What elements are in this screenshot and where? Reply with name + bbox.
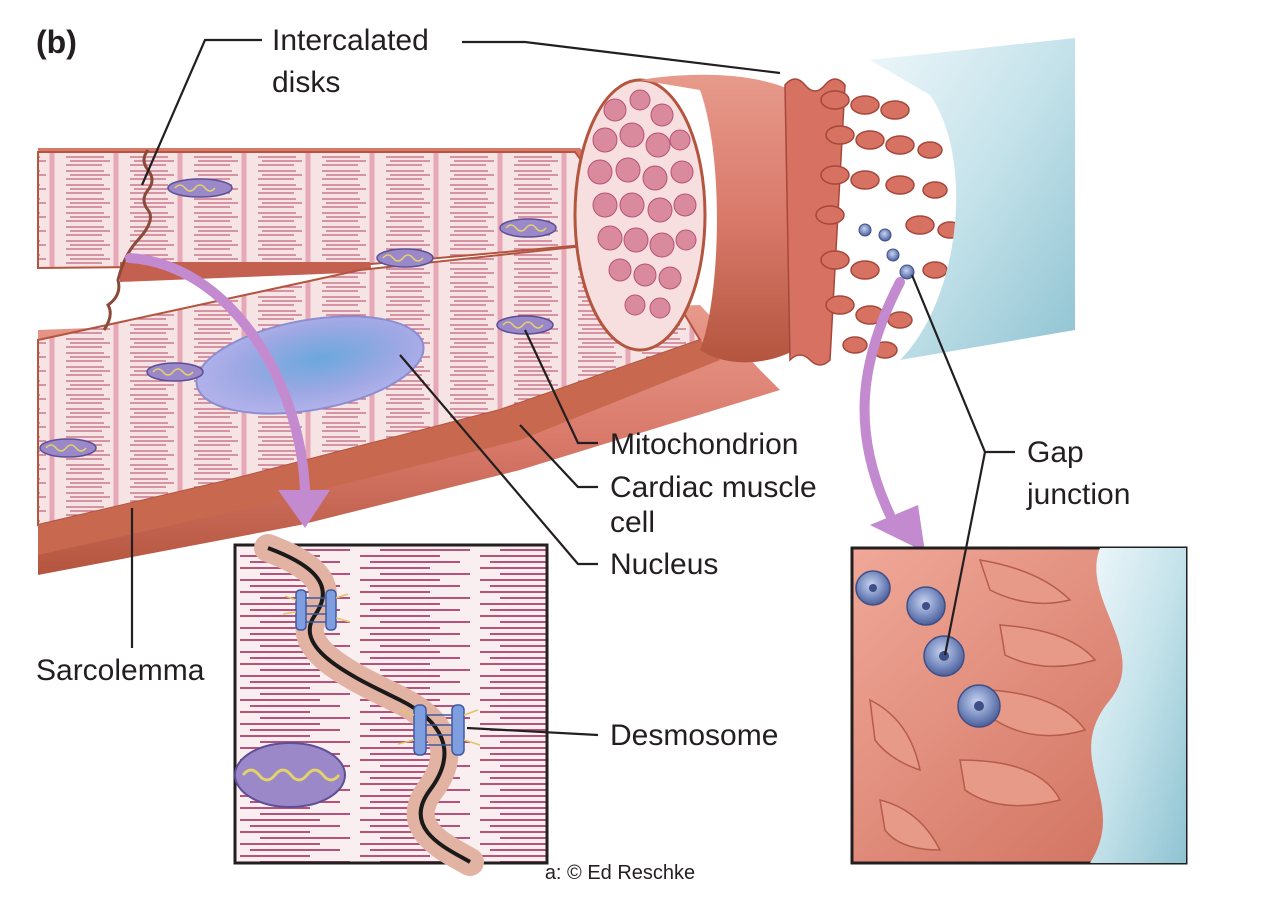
desmosome-plaques	[295, 589, 465, 756]
left-callout-arrowhead	[278, 490, 330, 528]
myofibril-bundles	[587, 89, 697, 319]
panel-letter: (b)	[36, 24, 77, 60]
leader-lines	[130, 38, 1015, 737]
fiber-wall	[640, 74, 810, 363]
label-sarcolemma: Sarcolemma	[36, 654, 205, 687]
label-desmosome: Desmosome	[610, 719, 779, 752]
left-callout-arrow	[125, 253, 310, 495]
right-callout-arrow	[859, 277, 905, 520]
right-callout-arrowhead	[870, 505, 925, 552]
image-credit: a: © Ed Reschke	[544, 862, 696, 884]
mitochondria	[39, 178, 557, 458]
label-mitochondrion: Mitochondrion	[610, 428, 799, 461]
gap-junction-inset	[850, 546, 1188, 865]
label-cardiac-muscle-cell-line1: Cardiac muscle	[610, 471, 817, 504]
connective-tissue	[870, 38, 1075, 360]
label-intercalated-disks-line2: disks	[272, 66, 341, 99]
label-gap-junction-line1: Gap	[1027, 436, 1084, 469]
label-cardiac-muscle-cell-line2: cell	[610, 506, 656, 539]
label-nucleus: Nucleus	[610, 548, 719, 581]
gap-junctions-main	[858, 223, 915, 280]
intercalated-disk-line	[102, 149, 154, 331]
intercalated-disk-projections	[784, 78, 963, 366]
sarcolemma-band	[38, 340, 720, 555]
desmosome-inset	[233, 534, 549, 876]
label-intercalated-disks-line1: Intercalated	[272, 24, 429, 57]
label-gap-junction-line2: junction	[1027, 478, 1131, 511]
